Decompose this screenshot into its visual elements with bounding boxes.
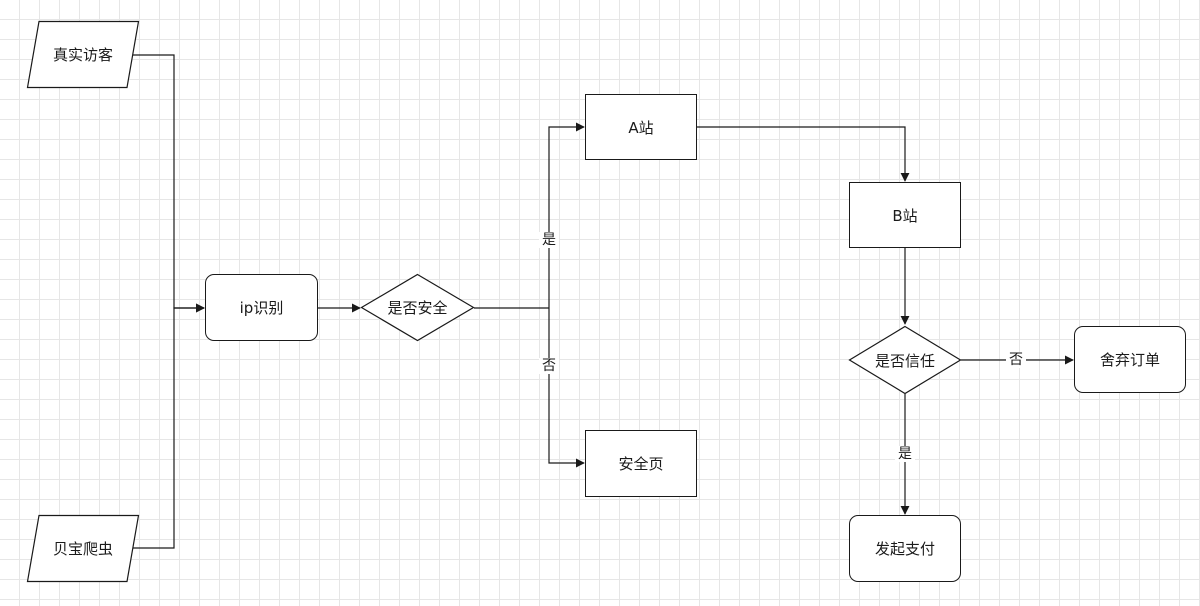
node-label: 贝宝爬虫: [52, 540, 113, 558]
node-initiate-payment[interactable]: 发起支付: [849, 515, 961, 582]
node-label: B站: [892, 206, 918, 225]
node-abandon-order[interactable]: 舍弃订单: [1074, 326, 1186, 393]
edge-real-visitor-to-ip: [133, 54, 205, 313]
node-ip-detect[interactable]: ip识别: [205, 274, 318, 341]
node-label: 舍弃订单: [1099, 351, 1160, 369]
node-is-safe-decision[interactable]: 是否安全: [360, 273, 475, 342]
parallelogram-shape: [26, 20, 140, 89]
edge-label-trust-yes: 是: [895, 446, 915, 462]
edge-site-a-to-site-b: [697, 126, 910, 182]
edge-label-trust-no: 否: [1006, 352, 1026, 368]
node-site-b[interactable]: B站: [849, 182, 961, 248]
edge-crawler-to-ip: [133, 303, 205, 549]
node-label: 是否信任: [874, 351, 935, 370]
diamond-shape: [848, 325, 962, 395]
node-label: A站: [628, 118, 654, 137]
node-crawler[interactable]: 贝宝爬虫: [26, 514, 140, 583]
node-site-a[interactable]: A站: [585, 94, 697, 160]
node-is-trusted-decision[interactable]: 是否信任: [848, 325, 962, 395]
diamond-shape: [360, 273, 475, 342]
node-safe-page[interactable]: 安全页: [585, 430, 697, 497]
node-label: ip识别: [239, 299, 284, 317]
parallelogram-shape: [26, 514, 140, 583]
edge-is-safe-to-safe-page: [548, 308, 585, 468]
node-label: 是否安全: [387, 299, 448, 317]
edge-label-safe-no: 否: [539, 358, 559, 374]
edge-label-safe-yes: 是: [539, 232, 559, 248]
node-label: 安全页: [618, 455, 664, 473]
node-label: 真实访客: [52, 46, 113, 64]
edge-is-safe-to-site-a: [548, 122, 585, 308]
node-real-visitor[interactable]: 真实访客: [26, 20, 140, 89]
node-label: 发起支付: [874, 540, 935, 558]
